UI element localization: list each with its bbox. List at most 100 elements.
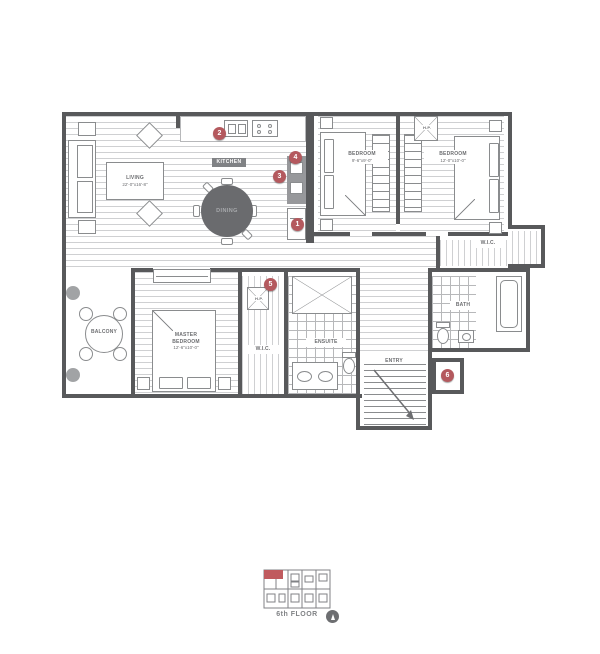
entry-label: ENTRY [377, 357, 411, 366]
wall [508, 112, 512, 229]
nightstand [320, 219, 333, 231]
room-name: BEDROOM [172, 338, 200, 345]
room-name: BEDROOM [348, 151, 376, 157]
wall [541, 225, 545, 268]
pillow [324, 175, 334, 209]
room-name: BEDROOM [439, 151, 467, 157]
key-plan-unit-highlight [264, 570, 283, 579]
marker-number: 1 [295, 221, 300, 228]
sofa-cushion [77, 145, 93, 178]
marker-number: 5 [268, 281, 273, 288]
toilet [437, 328, 449, 344]
living-room-label: LIVING 22'-0"x16'-8" [109, 174, 161, 189]
balcony-label: BALCONY [84, 328, 124, 337]
wall [62, 112, 512, 116]
wall [356, 272, 360, 430]
hp-label: H.P. [251, 296, 267, 302]
room-dims: 9'-6"x9'-0" [351, 157, 373, 163]
patio-chair [113, 347, 127, 361]
dining-table: DINING [201, 185, 253, 237]
sofa-cushion [77, 181, 93, 213]
dining-chair [221, 238, 233, 245]
hotspot-marker-5[interactable]: 5 [264, 278, 277, 291]
hp-label: H.P. [419, 125, 435, 131]
wall [526, 272, 530, 352]
sink-bowl [238, 124, 246, 134]
nightstand [137, 377, 150, 390]
wall [210, 268, 360, 272]
wall [176, 112, 180, 128]
kitchen-sink [224, 120, 248, 137]
hp-text: H.P. [254, 296, 264, 301]
pillow [187, 377, 211, 389]
room-dims: 12'-6"x10'-0" [173, 345, 199, 350]
bed [320, 132, 366, 216]
wall [238, 272, 242, 394]
burner [257, 130, 261, 134]
wall [284, 272, 288, 394]
nightstand [489, 120, 502, 132]
sink-bowl [462, 333, 471, 341]
wall [314, 232, 350, 236]
wall [448, 232, 508, 236]
bathtub [496, 276, 522, 332]
hotspot-marker-3[interactable]: 3 [273, 170, 286, 183]
room-dims: 22'-0"x16'-8" [122, 181, 148, 187]
planter [66, 286, 80, 300]
shower [292, 276, 352, 314]
floor-caption: 6th FLOOR [276, 611, 318, 618]
room-name: W.I.C. [255, 346, 271, 352]
hotspot-marker-2[interactable]: 2 [213, 127, 226, 140]
pillow [159, 377, 183, 389]
wall [372, 232, 426, 236]
planter [66, 368, 80, 382]
sink [297, 371, 312, 382]
tub-basin [500, 280, 518, 328]
room-dims: 12'-0"x10'-0" [440, 157, 466, 163]
patio-chair [79, 347, 93, 361]
patio-chair [113, 307, 127, 321]
ensuite-label: ENSUITE [306, 338, 346, 347]
corridor-floor [66, 236, 436, 268]
vanity [292, 362, 338, 390]
side-table [78, 220, 96, 234]
room-name: LIVING [126, 175, 144, 181]
burner [268, 130, 272, 134]
toilet [343, 358, 355, 374]
blanket-fold [345, 195, 365, 215]
heat-pump-unit: H.P. [247, 287, 269, 310]
compass-needle [330, 613, 335, 620]
wall [428, 348, 530, 352]
nightstand [489, 222, 502, 234]
dining-chair [193, 205, 200, 217]
bedroom3-label: BEDROOM 12'-0"x10'-0" [424, 150, 482, 165]
compass-icon [326, 610, 339, 623]
blanket-fold [153, 311, 173, 331]
heat-pump-unit: H.P. [414, 116, 438, 141]
wall [62, 112, 66, 398]
bed [454, 136, 500, 220]
hotspot-marker-6[interactable]: 6 [441, 369, 454, 382]
sink-bowl [228, 124, 236, 134]
pillow [489, 179, 499, 213]
nightstand [320, 117, 333, 129]
marker-number: 4 [293, 154, 298, 161]
toilet-tank [342, 352, 356, 358]
toilet-tank [436, 322, 450, 328]
room-name: ENTRY [385, 358, 403, 364]
entry-floor [360, 272, 428, 356]
pillow [489, 143, 499, 177]
patio-table [85, 315, 123, 353]
hotspot-marker-1[interactable]: 1 [291, 218, 304, 231]
wall [428, 268, 530, 272]
dining-label: DINING [216, 208, 238, 214]
oven-stack [287, 156, 306, 204]
shaft-box [432, 358, 464, 394]
hotspot-marker-4[interactable]: 4 [289, 151, 302, 164]
side-table [78, 122, 96, 136]
room-name: MASTER [174, 332, 198, 338]
closet-shelving [372, 134, 390, 212]
sink [318, 371, 333, 382]
room-name: ENSUITE [314, 339, 338, 345]
